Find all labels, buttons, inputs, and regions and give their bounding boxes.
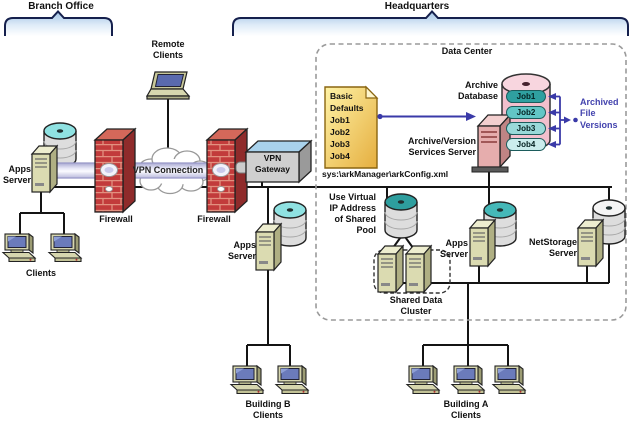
dc-apps-server-icon bbox=[469, 219, 496, 267]
branch-client-pc-icon bbox=[48, 233, 82, 263]
vpn-gateway-icon bbox=[235, 139, 313, 184]
vpn-connection-label: VPN Connection bbox=[132, 165, 204, 175]
config-path-label: sys:\arkManager\arkConfig.xml bbox=[322, 169, 449, 179]
virtual-ip-label: Use Virtual IP Address of Shared Pool bbox=[329, 192, 376, 235]
building-a-pc-icon bbox=[406, 365, 440, 395]
branch-firewall-icon bbox=[93, 127, 137, 214]
branch-office-title: Branch Office bbox=[28, 1, 94, 12]
hq-apps-server-label: Apps Server bbox=[227, 240, 256, 261]
building-b-pc-icon bbox=[275, 365, 309, 395]
archived-versions-bracket bbox=[548, 93, 578, 148]
building-a-pc-icon bbox=[451, 365, 485, 395]
building-b-clients-label: Building B Clients bbox=[245, 399, 291, 420]
hq-firewall-label: Firewall bbox=[197, 214, 231, 224]
netstorage-server-icon bbox=[577, 219, 604, 267]
headquarters-brace bbox=[232, 10, 629, 36]
branch-office-brace bbox=[4, 10, 113, 36]
job2-pill: Job2 bbox=[506, 106, 546, 119]
shared-pool-disk-icon bbox=[384, 193, 418, 239]
branch-apps-server-label: Apps Server bbox=[2, 164, 31, 185]
cluster-server-icon bbox=[377, 245, 404, 293]
job-note-text: Basic Defaults Job1 Job2 Job3 Job4 bbox=[330, 91, 364, 161]
archive-server-label: Archive/Version Services Server bbox=[407, 136, 476, 157]
archived-file-versions-label: Archived File Versions bbox=[580, 97, 619, 130]
building-a-clients-label: Building A Clients bbox=[443, 399, 489, 420]
archive-services-server-icon bbox=[471, 113, 512, 173]
job1-pill: Job1 bbox=[506, 90, 546, 103]
building-a-pc-icon bbox=[492, 365, 526, 395]
remote-clients-label: Remote Clients bbox=[151, 39, 185, 60]
data-center-title: Data Center bbox=[441, 46, 493, 56]
vpn-gateway-label: VPN Gateway bbox=[255, 153, 290, 174]
hq-apps-server-icon bbox=[255, 223, 282, 271]
branch-clients-label: Clients bbox=[25, 268, 56, 278]
branch-client-pc-icon bbox=[2, 233, 36, 263]
building-b-pc-icon bbox=[230, 365, 264, 395]
remote-clients-laptop-icon bbox=[146, 71, 190, 100]
hq-firewall-icon bbox=[205, 127, 249, 214]
archive-database-label: Archive Database bbox=[457, 80, 498, 101]
job3-pill: Job3 bbox=[506, 122, 546, 135]
netstorage-server-label: NetStorage Server bbox=[528, 237, 577, 258]
data-center-border bbox=[315, 43, 627, 321]
job4-pill: Job4 bbox=[506, 138, 546, 151]
headquarters-title: Headquarters bbox=[384, 1, 450, 12]
job-note-icon bbox=[324, 85, 379, 169]
note-to-server-arrow bbox=[377, 112, 476, 121]
dc-apps-server-label: Apps Server bbox=[439, 238, 468, 259]
branch-firewall-label: Firewall bbox=[99, 214, 133, 224]
branch-apps-server-icon bbox=[31, 145, 58, 193]
shared-cluster-label: Shared Data Cluster bbox=[389, 295, 443, 316]
